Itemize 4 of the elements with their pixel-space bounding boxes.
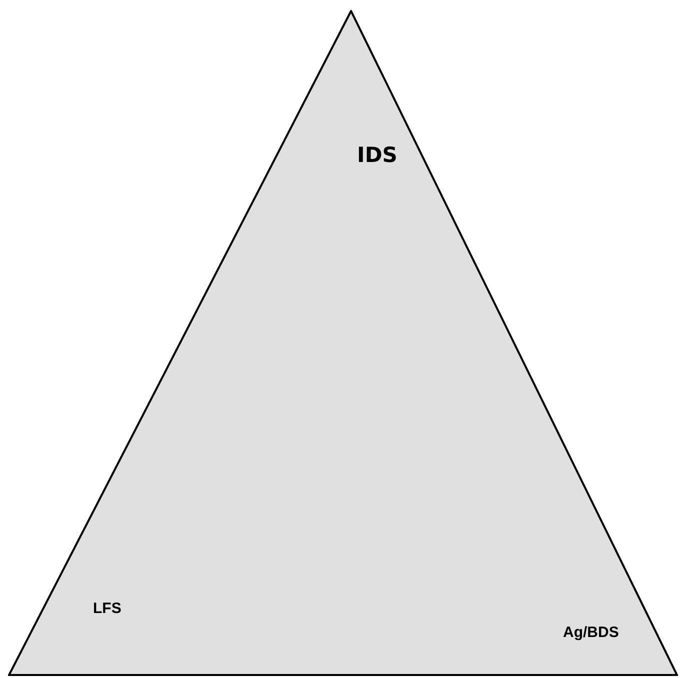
corner-label: Ag/BDS	[563, 624, 619, 641]
triangle	[8, 10, 678, 676]
corner-label: IDS	[357, 143, 398, 167]
corner-label: LFS	[93, 600, 122, 617]
